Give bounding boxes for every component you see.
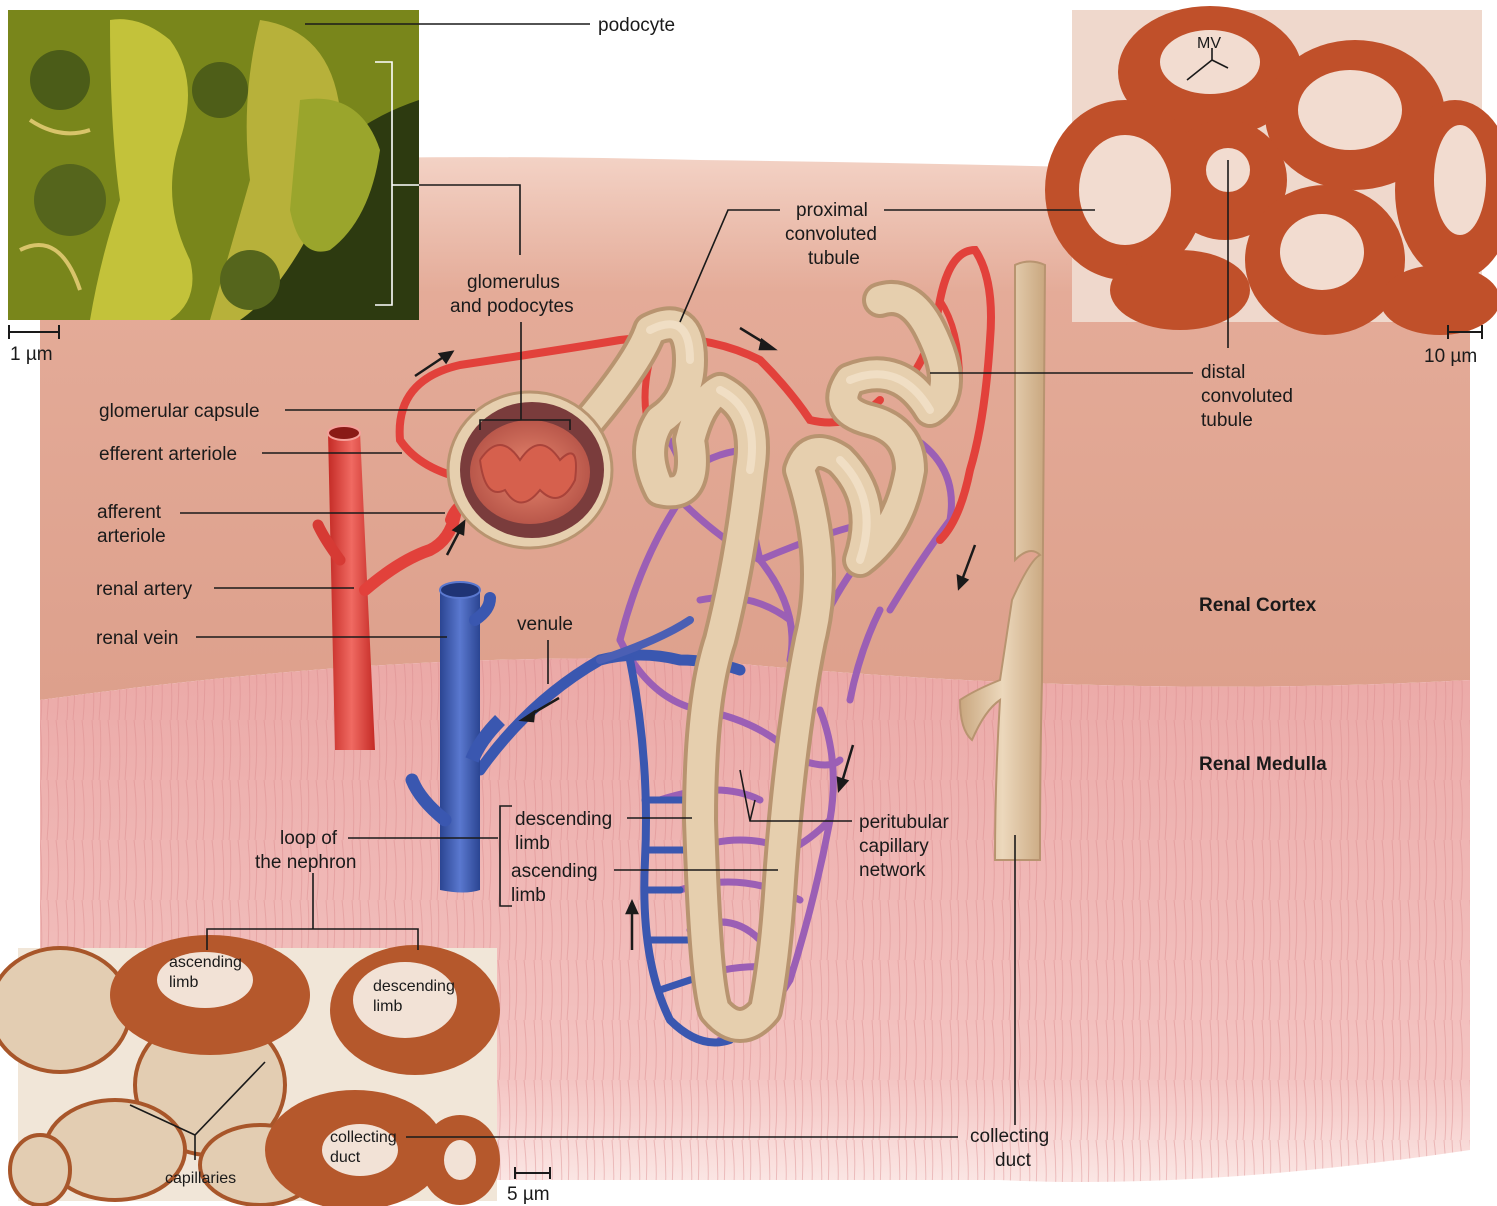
label-venule: venule (517, 614, 573, 635)
loop-micro-collecting-1: collecting (330, 1129, 397, 1146)
sem-micrograph (8, 10, 419, 320)
label-descending-1: descending (515, 809, 612, 830)
label-glomerulus-1: glomerulus (467, 272, 560, 293)
loop-micro-capillaries: capillaries (165, 1170, 236, 1187)
label-renal-medulla: Renal Medulla (1199, 754, 1327, 775)
dct-mv-label: MV (1197, 35, 1221, 52)
label-collecting-1: collecting (970, 1126, 1049, 1147)
dct-micrograph (1045, 6, 1497, 335)
label-peritubular-1: peritubular (859, 812, 949, 833)
label-podocyte: podocyte (598, 15, 675, 36)
loop-micro-ascending-2: limb (169, 974, 198, 991)
label-distal-1: distal (1201, 362, 1245, 383)
label-loop-1: loop of (280, 828, 338, 849)
label-glomerular-capsule: glomerular capsule (99, 401, 260, 422)
label-distal-2: convoluted (1201, 386, 1293, 407)
label-proximal-1: proximal (796, 200, 868, 221)
loop-micro-descending-2: limb (373, 998, 402, 1015)
glomerulus (448, 392, 612, 548)
label-efferent-arteriole: efferent arteriole (99, 444, 237, 465)
dct-scale-label: 10 µm (1424, 346, 1477, 367)
loop-micro-descending-1: descending (373, 978, 455, 995)
label-renal-vein: renal vein (96, 628, 178, 649)
label-collecting-2: duct (995, 1150, 1032, 1171)
label-loop-2: the nephron (255, 852, 356, 873)
label-peritubular-2: capillary (859, 836, 929, 857)
label-renal-cortex: Renal Cortex (1199, 595, 1317, 616)
label-proximal-2: convoluted (785, 224, 877, 245)
label-distal-3: tubule (1201, 410, 1253, 431)
loop-micro-collecting-2: duct (330, 1149, 361, 1166)
label-renal-artery: renal artery (96, 579, 193, 600)
label-ascending-2: limb (511, 885, 546, 906)
label-proximal-3: tubule (808, 248, 860, 269)
label-afferent-1: afferent (97, 502, 162, 523)
loop-scale-label: 5 µm (507, 1184, 550, 1205)
label-afferent-2: arteriole (97, 526, 166, 547)
label-glomerulus-2: and podocytes (450, 296, 574, 317)
loop-micro-ascending-1: ascending (169, 954, 242, 971)
label-peritubular-3: network (859, 860, 926, 881)
sem-scale-label: 1 µm (10, 344, 53, 365)
loop-micrograph (0, 935, 500, 1206)
label-ascending-1: ascending (511, 861, 598, 882)
label-descending-2: limb (515, 833, 550, 854)
